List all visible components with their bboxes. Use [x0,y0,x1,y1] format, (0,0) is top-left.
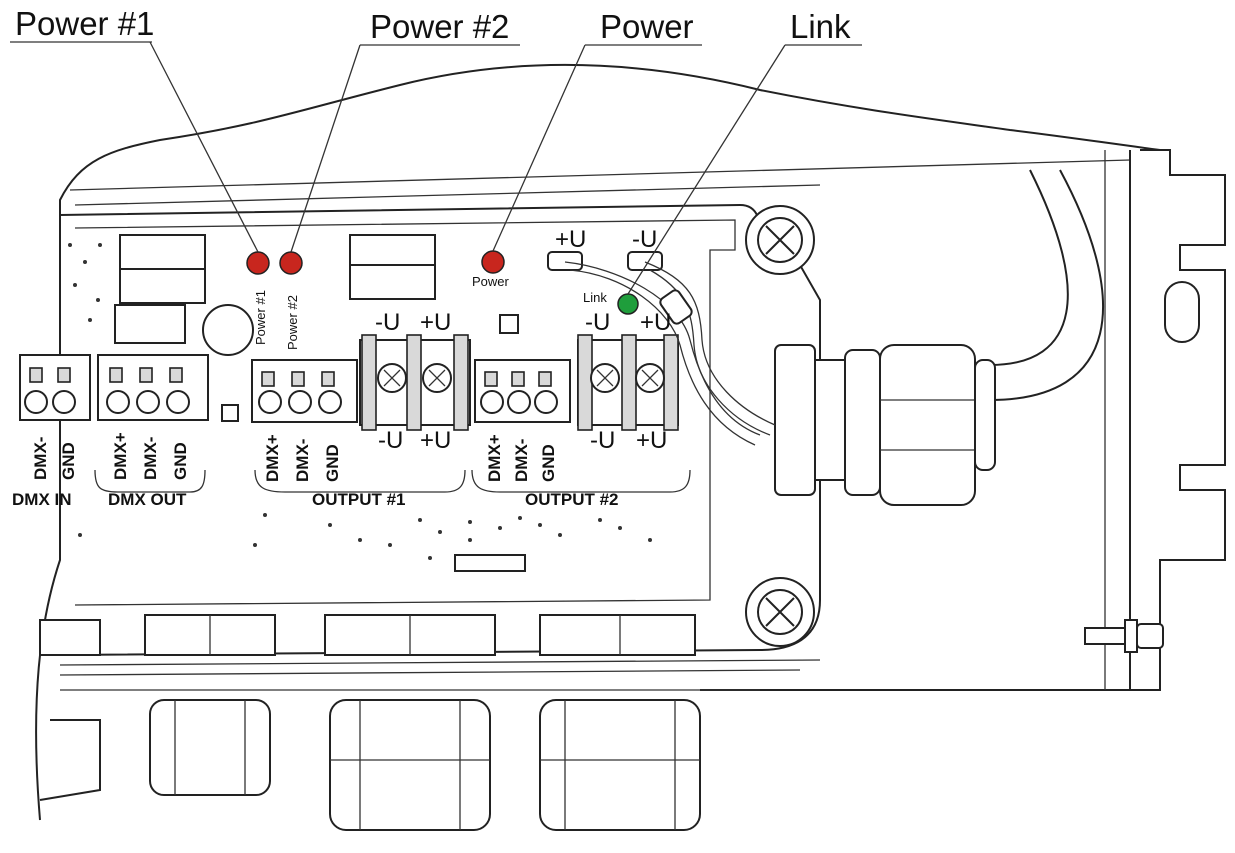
out2-dmx-plus: DMX+ [485,434,504,482]
cable-gland-bottom-left [39,619,101,801]
label-out1-minus-u-top: -U [375,309,400,336]
out2-gnd: GND [539,444,558,482]
cable-gland-bottom-1 [144,614,276,796]
out1-dmx-minus: DMX- [293,439,312,482]
dmx-out-minus: DMX- [141,437,160,480]
label-out2-plus-u-top: +U [640,309,671,336]
output1-bracket [254,469,466,493]
dmx-out-gnd: GND [171,442,190,480]
dmx-in-minus: DMX- [31,437,50,480]
board-label-power1: Power #1 [253,290,268,345]
cable-gland-bottom-2 [324,614,496,831]
label-top-minus-u: -U [632,226,657,253]
label-out1-minus-u: -U [378,427,403,454]
board-label-power2: Power #2 [285,295,300,350]
dmx-out-bracket [94,469,206,493]
callout-power1: Power #1 [15,5,154,42]
dmx-out-plus: DMX+ [111,432,130,480]
out1-dmx-plus: DMX+ [263,434,282,482]
bracket-screw [1084,619,1164,653]
label-out2-plus-u: +U [636,427,667,454]
label-out1-plus-u: +U [420,427,451,454]
callout-power2: Power #2 [370,8,509,45]
internal-wires [564,261,776,446]
power2-led [279,251,303,275]
label-out2-minus-u: -U [590,427,615,454]
housing-outline [35,63,1161,821]
label-output2: OUTPUT #2 [525,490,619,509]
cable-gland-bottom-3 [539,614,701,831]
output1-power-terminal [359,334,471,431]
label-dmx-in: DMX IN [12,490,72,509]
board-label-power: Power [472,274,510,289]
out1-gnd: GND [323,444,342,482]
link-led [617,293,639,315]
output2-power-terminal [577,334,679,431]
power-led [481,250,505,274]
dmx-pin-labels: DMX- GND DMX+ DMX- GND DMX+ DMX- GND DMX… [31,432,558,482]
label-top-plus-u: +U [555,226,586,253]
label-dmx-out: DMX OUT [108,490,187,509]
cover-screw-top [745,205,815,275]
output1-dmx-connector [251,359,358,423]
mounting-bracket [700,149,1226,691]
label-out2-minus-u-top: -U [585,309,610,336]
pcb-dots [68,243,652,560]
callout-leaders [149,41,786,295]
label-out1-plus-u-top: +U [420,309,451,336]
output2-bracket [471,469,691,493]
out2-dmx-minus: DMX- [512,439,531,482]
dmx-out-connector [97,354,209,421]
housing-inner-line-2 [74,184,821,206]
pcb-enclosure [59,203,821,656]
cover-screw-bottom [745,577,815,647]
board-label-link: Link [583,290,607,305]
output2-dmx-connector [474,359,571,423]
label-output1: OUTPUT #1 [312,490,406,509]
dmx-in-gnd: GND [59,442,78,480]
callout-power: Power [600,8,694,45]
cable-gland-right [774,344,996,506]
callout-link: Link [790,8,851,45]
callout-underlines [10,41,862,46]
housing-inner-line [69,159,1131,191]
power1-led [246,251,270,275]
cable-loop [989,169,1105,401]
pcb-components [114,234,663,572]
dmx-in-connector [19,354,91,421]
